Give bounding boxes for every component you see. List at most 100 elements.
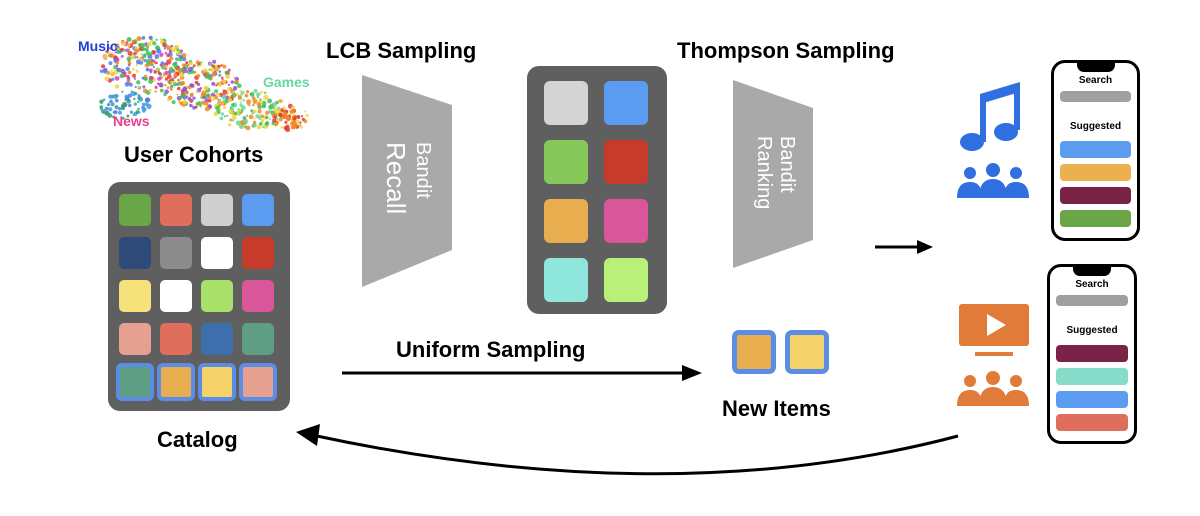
suggested-item[interactable] xyxy=(1060,141,1131,158)
catalog-item-tile xyxy=(119,237,151,269)
cohort-user-dot xyxy=(221,76,224,80)
phone-notch xyxy=(1076,63,1115,72)
cohort-user-dot xyxy=(169,87,173,91)
cohort-user-dot xyxy=(262,125,265,129)
cohort-user-dot xyxy=(179,55,184,59)
cohort-user-dot xyxy=(244,93,249,98)
new-item-tile xyxy=(732,330,776,374)
cohort-user-dot xyxy=(218,70,221,73)
catalog-item-tile xyxy=(160,194,192,226)
cohort-user-dot xyxy=(219,116,224,121)
cohort-user-dot xyxy=(252,99,258,104)
cohort-user-dot xyxy=(99,99,104,104)
suggested-item[interactable] xyxy=(1056,391,1128,408)
cohort-user-dot xyxy=(185,61,189,65)
cohort-user-dot xyxy=(233,76,236,79)
cohort-user-dot xyxy=(141,109,146,113)
bandit-ranking-line1: Bandit xyxy=(776,136,798,193)
cohort-user-dot xyxy=(182,100,187,105)
cohort-user-dot xyxy=(145,50,151,56)
catalog-new-item-tile xyxy=(239,363,277,401)
cohort-user-dot xyxy=(217,98,222,103)
cohort-user-dot xyxy=(261,100,267,106)
cohort-user-dot xyxy=(136,56,139,59)
cohort-user-dot xyxy=(182,87,188,92)
cohort-user-dot xyxy=(173,82,178,87)
phone-search-bar[interactable] xyxy=(1056,295,1128,306)
cohort-user-dot xyxy=(213,111,218,117)
cohort-user-dot xyxy=(105,50,109,54)
cohort-user-dot xyxy=(132,68,135,71)
phone-search-bar[interactable] xyxy=(1060,91,1131,102)
cohort-user-dot xyxy=(166,86,170,89)
bandit-ranking-line2: Ranking xyxy=(753,136,775,210)
cohort-user-dot xyxy=(127,60,132,65)
suggested-item[interactable] xyxy=(1056,345,1128,362)
cohort-user-dot xyxy=(176,48,180,52)
new-item-tile xyxy=(785,330,829,374)
cohort-user-dot xyxy=(245,125,251,131)
user-cohorts-title: User Cohorts xyxy=(124,142,264,167)
catalog-item-tile xyxy=(201,323,233,355)
cohort-user-dot xyxy=(154,54,160,59)
cohort-user-dot xyxy=(176,51,181,56)
cohort-user-dot xyxy=(237,108,240,111)
cohort-user-dot xyxy=(250,109,254,113)
cohort-user-dot xyxy=(249,92,255,97)
cohort-user-dot xyxy=(133,52,136,55)
cohort-user-dot xyxy=(110,71,116,77)
cohort-user-dot xyxy=(231,114,237,120)
cohort-user-dot xyxy=(157,76,162,81)
cohort-user-dot xyxy=(164,89,169,94)
cohort-user-dot xyxy=(161,65,166,70)
catalog-item-tile xyxy=(119,323,151,355)
cohort-user-dot xyxy=(196,82,201,86)
cohort-user-dot xyxy=(259,107,262,110)
cohort-user-dot xyxy=(288,114,291,118)
suggested-item[interactable] xyxy=(1056,368,1128,385)
cohort-user-dot xyxy=(256,92,261,97)
cohort-user-dot xyxy=(183,63,187,67)
cohort-user-dot xyxy=(166,53,170,58)
cohort-user-dot xyxy=(225,74,231,79)
cohort-user-dot xyxy=(209,62,212,66)
candidate-item-tile xyxy=(544,258,588,302)
cohort-user-dot xyxy=(135,63,139,67)
cohort-user-dot xyxy=(138,111,141,114)
suggested-item[interactable] xyxy=(1060,210,1131,227)
cohort-user-dot xyxy=(180,73,184,78)
cohort-user-dot xyxy=(230,107,235,111)
suggested-item[interactable] xyxy=(1060,164,1131,181)
cohort-user-dot xyxy=(296,115,301,119)
candidate-item-tile xyxy=(544,199,588,243)
suggested-item[interactable] xyxy=(1060,187,1131,204)
cohort-user-dot xyxy=(303,119,308,124)
suggested-item[interactable] xyxy=(1056,414,1128,431)
cohort-user-dot xyxy=(240,111,243,114)
cohort-user-dot xyxy=(255,114,260,119)
catalog-item-tile xyxy=(201,237,233,269)
cohort-user-dot xyxy=(189,98,194,103)
uniform-sampling-title: Uniform Sampling xyxy=(396,337,586,362)
cohort-user-dot xyxy=(229,110,233,115)
cohort-user-dot xyxy=(137,86,141,89)
cohort-user-dot xyxy=(282,111,287,116)
cohort-user-dot xyxy=(292,116,297,121)
cohort-user-dot xyxy=(210,67,215,73)
cohort-user-dot xyxy=(229,118,233,122)
cohort-user-dot xyxy=(164,51,168,55)
cohort-user-dot xyxy=(116,49,121,54)
bandit-ranking-label: Bandit Ranking xyxy=(733,125,813,225)
phone-music: Search Suggested xyxy=(1051,60,1140,241)
cohort-user-dot xyxy=(162,42,167,48)
cohort-user-dot xyxy=(173,73,178,78)
cohort-user-dot xyxy=(166,45,172,51)
cohort-user-dot xyxy=(218,94,221,97)
catalog-new-item-tile xyxy=(116,363,154,401)
music-note-icon xyxy=(960,82,1020,151)
cohort-user-dot xyxy=(228,123,232,127)
cohort-user-dot xyxy=(197,101,202,106)
cohort-user-dot xyxy=(115,107,118,110)
cohort-user-dot xyxy=(232,90,235,94)
cohort-user-dot xyxy=(148,79,153,84)
